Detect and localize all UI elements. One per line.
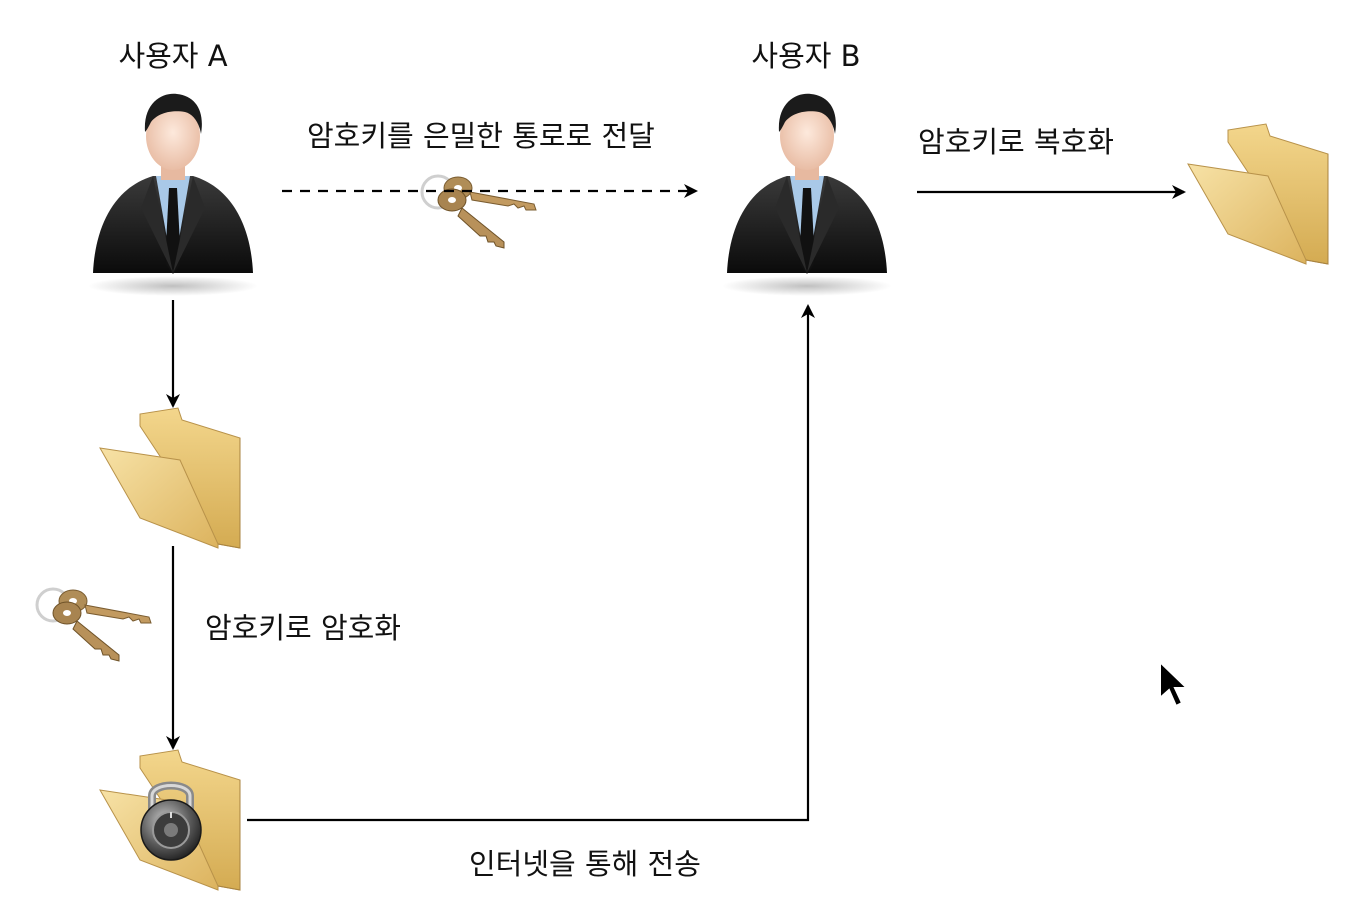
edge-internet <box>247 304 815 822</box>
key-icon-encrypt <box>35 587 153 663</box>
folder-icon-decrypted <box>1187 123 1329 265</box>
edge-label-internet: 인터넷을 통해 전송 <box>469 847 701 881</box>
padlock-icon <box>140 781 202 861</box>
user-a-label: 사용자 A <box>118 39 228 73</box>
user-b-label: 사용자 B <box>751 39 861 73</box>
user-a-icon <box>88 93 258 296</box>
edge-label-encrypt: 암호키로 암호화 <box>205 611 401 645</box>
edge-label-secret-channel: 암호키를 은밀한 통로로 전달 <box>307 119 655 153</box>
edge-label-decrypt: 암호키로 복호화 <box>918 125 1114 159</box>
user-b-icon <box>722 93 892 296</box>
mouse-cursor-icon <box>1159 659 1190 708</box>
folder-icon-plain <box>99 407 241 549</box>
key-icon-channel <box>420 174 538 250</box>
